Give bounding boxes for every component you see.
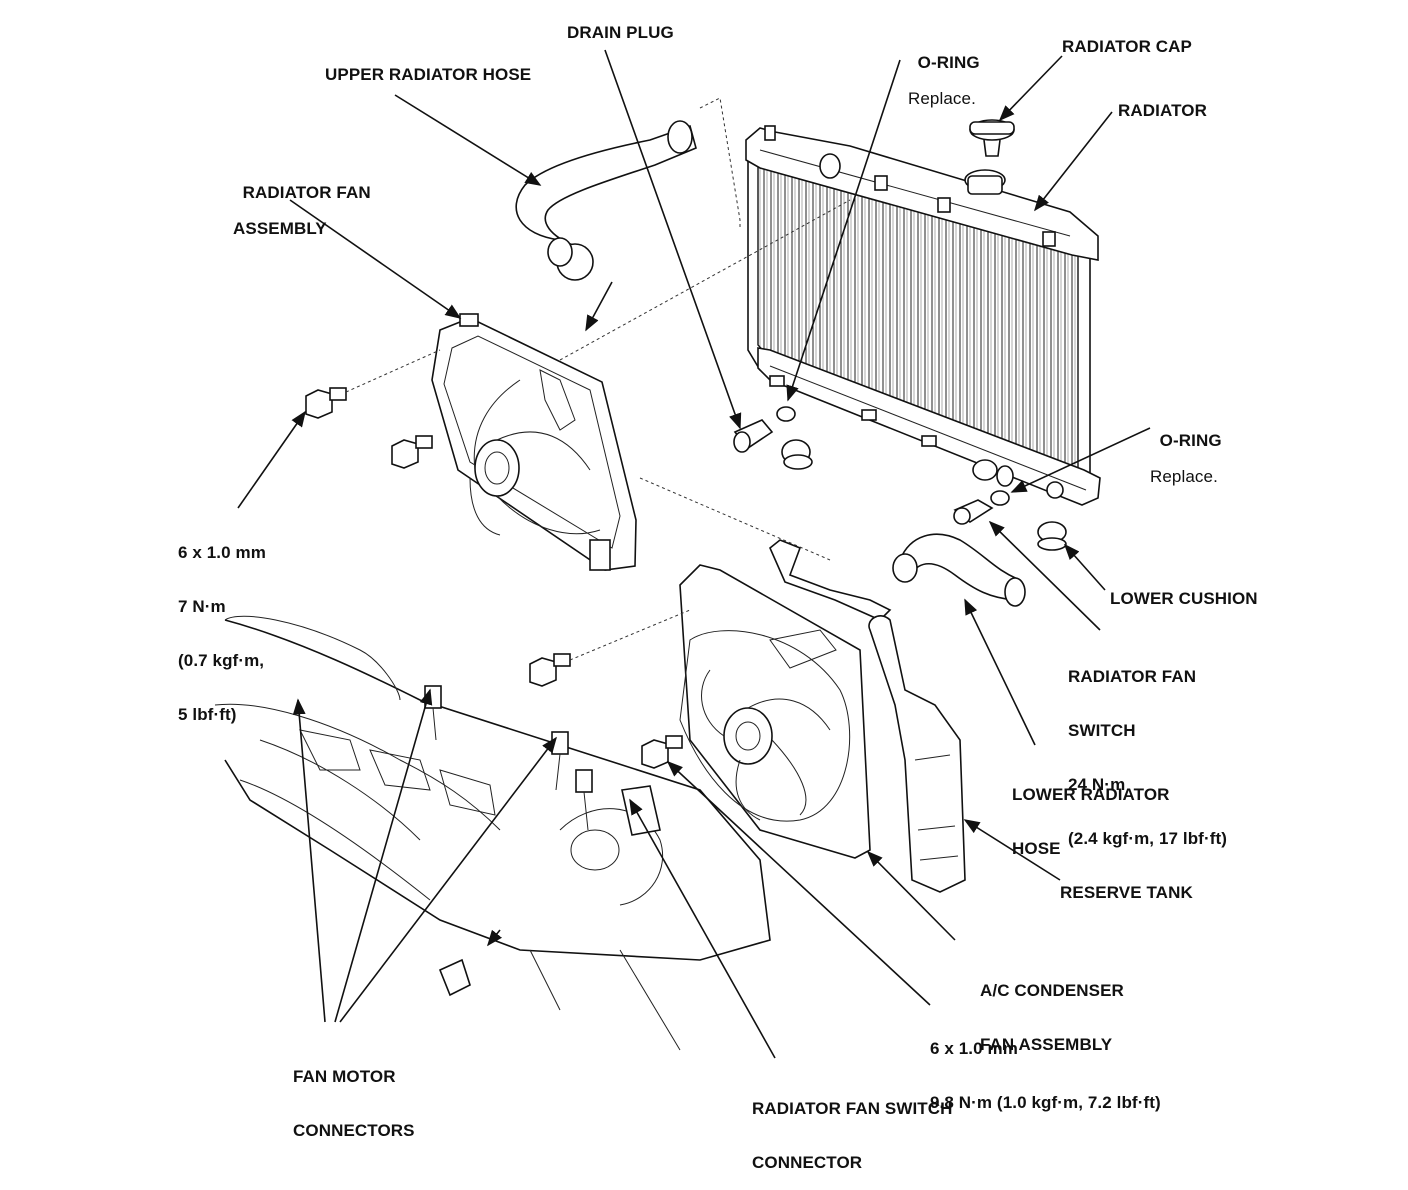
overflow-tube-drawing: [769, 539, 892, 621]
radiator-fan-assembly-line-1: RADIATOR FAN: [242, 183, 371, 202]
fan-motor-connectors-line-1: FAN MOTOR: [293, 1067, 396, 1086]
o-ring-top-title: O-RING: [917, 53, 980, 72]
ac-condenser-fan-assembly-drawing: [679, 564, 871, 859]
reserve-tank-label: RESERVE TANK: [1060, 883, 1193, 902]
fan-switch-line-3: 24 N·m: [1068, 775, 1126, 794]
fan-switch-connector-line-2: CONNECTOR: [752, 1153, 863, 1172]
radiator-fan-assembly-drawing: [431, 313, 637, 571]
bolt-left-lower: [391, 435, 433, 469]
bolt-spec-bottom-line-1: 6 x 1.0 mm: [930, 1039, 1018, 1058]
drain-plug-drawing: [733, 406, 813, 470]
o-ring-top-note: Replace.: [908, 89, 976, 108]
radiator-cap-drawing: [969, 119, 1015, 157]
o-ring-top-label: O-RING Replace.: [908, 36, 980, 126]
radiator-label: RADIATOR: [1118, 101, 1207, 120]
ac-condenser-line-1: A/C CONDENSER: [980, 981, 1124, 1000]
upper-radiator-hose-drawing: [515, 97, 741, 281]
fan-switch-connector-line-1: RADIATOR FAN SWITCH: [752, 1099, 953, 1118]
o-ring-bottom-note: Replace.: [1150, 467, 1218, 486]
bolt-spec-left-line-4: 5 lbf·ft): [178, 705, 237, 724]
bolt-spec-bottom-label: 6 x 1.0 mm 9.8 N·m (1.0 kgf·m, 7.2 lbf·f…: [930, 1004, 1161, 1130]
drain-plug-label: DRAIN PLUG: [567, 23, 674, 42]
radiator-fan-assembly-label: RADIATOR FAN ASSEMBLY: [233, 166, 371, 256]
fan-switch-line-2: SWITCH: [1068, 721, 1136, 740]
o-ring-bottom-label: O-RING Replace.: [1150, 414, 1222, 504]
bolt-spec-bottom-line-2: 9.8 N·m (1.0 kgf·m, 7.2 lbf·ft): [930, 1093, 1161, 1112]
o-ring-bottom-title: O-RING: [1159, 431, 1222, 450]
fan-motor-connectors-label: FAN MOTOR CONNECTORS: [293, 1032, 415, 1158]
ac-condenser-line-2: FAN ASSEMBLY: [980, 1035, 1113, 1054]
radiator-fan-switch-label: RADIATOR FAN SWITCH 24 N·m (2.4 kgf·m, 1…: [1068, 632, 1227, 866]
fan-motor-connectors-line-2: CONNECTORS: [293, 1121, 415, 1140]
fan-switch-line-1: RADIATOR FAN: [1068, 667, 1197, 686]
fan-switch-line-4: (2.4 kgf·m, 17 lbf·ft): [1068, 829, 1227, 848]
radiator-drawing: [745, 125, 1101, 506]
bolt-spec-left-label: 6 x 1.0 mm 7 N·m (0.7 kgf·m, 5 lbf·ft): [178, 508, 266, 742]
lower-hose-line-1: LOWER RADIATOR: [1012, 785, 1170, 804]
radiator-cap-label: RADIATOR CAP: [1062, 37, 1192, 56]
ac-condenser-fan-assembly-label: A/C CONDENSER FAN ASSEMBLY: [980, 946, 1124, 1072]
lower-radiator-hose-drawing: [892, 533, 1026, 607]
lower-cushion-label: LOWER CUSHION: [1110, 589, 1258, 608]
radiator-fan-switch-connector-label: RADIATOR FAN SWITCH CONNECTOR: [752, 1064, 953, 1190]
bolt-spec-left-line-1: 6 x 1.0 mm: [178, 543, 266, 562]
bolt-left-upper: [305, 387, 347, 419]
bolt-spec-left-line-3: (0.7 kgf·m,: [178, 651, 265, 670]
radiator-fan-switch-drawing: [953, 490, 1067, 551]
upper-radiator-hose-label: UPPER RADIATOR HOSE: [325, 65, 532, 84]
reserve-tank-drawing: [868, 615, 966, 893]
bolt-spec-left-line-2: 7 N·m: [178, 597, 226, 616]
bolt-condenser-lower: [641, 735, 683, 769]
lower-hose-line-2: HOSE: [1012, 839, 1061, 858]
radiator-fan-assembly-line-2: ASSEMBLY: [233, 219, 327, 238]
leader-lines: [237, 49, 1151, 1059]
bolt-condenser-upper: [529, 653, 571, 687]
cooling-system-diagram: [214, 49, 1151, 1059]
lower-radiator-hose-label: LOWER RADIATOR HOSE: [1012, 750, 1170, 876]
